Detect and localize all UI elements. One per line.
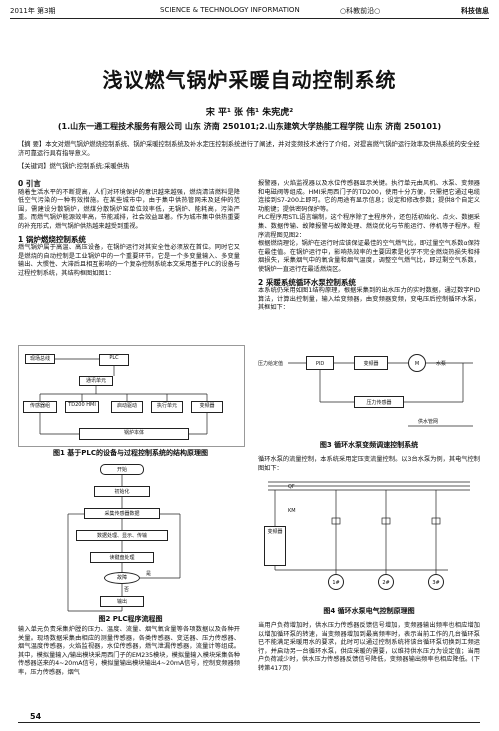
right-text-0: 报警器，火焰监视器以及水位传感器显示关键。执行单元由风机、水泵、变频器和电磁阀等… [258,180,480,213]
fig4-km: KM [288,508,296,514]
bottom-right-text: 当用户负荷增加时，供水压力传感器反馈信号增加，变频器输出频率也相应增加以增加循环… [258,622,480,672]
right-text-1: PLC程序用STL语言编制，这个程序除了主程序外，还包括初始化、点火、数据采集、… [258,214,480,239]
footer-rule [18,722,480,723]
section-0-text: 随着生活水平的不断提高，人们对环境保护的意识越来越强，燃烧清洁燃料是降低空气污染… [18,188,240,230]
fig2-collect: 采集传感器数据 [84,508,160,519]
fig3-lines [288,362,473,427]
bottom-left-text: 输入单元负责采集炉膛的压力、温度、流量、烟气氧含量等各项数据以及各种开关量。现场… [18,626,240,676]
figure-1: 现场总线 PLC 通讯单元 传感器组 TD200 HMI 启动驱动 执行单元 变… [18,345,245,447]
fig3-vfd: 变频器 [354,356,388,370]
fig4-pump-1: 1# [328,574,344,590]
page-number: 54 [30,712,42,721]
fig3-motor: M [408,354,426,372]
fig3-pump: 水泵 [436,361,447,367]
paper-keywords: 【关键词】燃气锅炉;控制系统;采暖供热 [18,163,130,170]
fig2-output: 输出 [100,596,144,607]
right-text-3: 本系统仍采用如图1结构原理，根据采集到的出水压力的实时数据，通过数字PID算法，… [258,287,480,312]
figure-1-caption: 图1 基于PLC的设备与过程控制系统的结构原理图 [52,449,209,457]
fig1-vfd: 变频器 [191,401,223,413]
figure-2: 开始 初始化 采集传感器数据 数据处理、显示、传输 读键盘处理 故障 输出 是 … [60,462,200,612]
right-text-2: 根据燃烧理论，锅炉在运行时应该保证最佳的空气燃气比，即过量空气系数α保持在最佳值… [258,240,480,273]
paper-affiliation: (1.山东一通工程技术服务有限公司 山东 济南 250101;2.山东建筑大学热… [57,122,442,131]
fig1-comm: 通讯单元 [79,376,113,386]
section-1-text: 燃气锅炉属于高温、高压设备，在锅炉运行对其安全性必须放在首位。同时它又是燃烧的自… [18,244,240,277]
fig2-no: 否 [124,587,130,593]
paper-authors: 宋 平¹ 张 伟¹ 朱宪虎² [205,108,294,118]
fig2-arrows [67,475,181,612]
fig1-actuator: 执行单元 [151,401,183,413]
section-0-heading: 0 引言 [18,179,41,188]
header-journal: SCIENCE & TECHNOLOGY INFORMATION [160,6,300,14]
fig1-plc: PLC [99,354,129,366]
header-section: 科技信息 [461,7,489,15]
fig2-keyboard: 读键盘处理 [90,552,154,563]
fig1-boiler: 锅炉本体 [79,428,189,440]
fig3-network: 供水管网 [418,419,439,425]
fig2-init: 初始化 [94,486,150,497]
fig3-setpoint: 压力给定值 [258,361,284,367]
fig1-drive: 启动驱动 [111,401,143,413]
figure-4-caption: 图4 循环水泵电气控制原理图 [323,607,415,615]
header-issue: 2011年 第3期 [10,7,56,15]
fig2-fault: 故障 [104,572,140,584]
paper-title: 浅议燃气锅炉采暖自动控制系统 [102,68,397,92]
left-column-top: 0 引言 随着生活水平的不断提高，人们对环境保护的意识越来越强，燃烧清洁燃料是降… [18,179,240,279]
fig1-fieldbus: 现场总线 [25,354,55,364]
figure-3-caption: 图3 循环水泵变频调速控制系统 [319,441,419,449]
right-text-4: 循环水泵的流量控制，本系统采用定压变流量控制。以3台水泵为例，其电气控制图如下： [258,456,480,472]
right-column-top: 报警器，火焰监视器以及水位传感器显示关键。执行单元由风机、水泵、变频器和电磁阀等… [258,180,480,313]
fig2-process: 数据处理、显示、传输 [76,530,168,541]
paper-abstract: 【摘 要】本文对燃气锅炉燃烧控制系统、锅炉采暖控制系统及补水定压控制系统进行了阐… [18,141,480,157]
fig3-pressure-sensor: 压力传感器 [354,396,404,408]
section-2-heading: 2 采暖系统循环水泵控制系统 [258,277,356,287]
fig2-start: 开始 [100,464,144,475]
fig1-sensors: 传感器组 [23,401,57,413]
page-header: 2011年 第3期 SCIENCE & TECHNOLOGY INFORMATI… [10,4,489,19]
figure-4: QF KM 变频器 1# 2# 3# [258,478,480,603]
figure-2-caption: 图2 PLC程序流程图 [98,615,163,623]
header-journal-cn: ○科教前沿○ [340,7,381,15]
figure-3: 压力给定值 PID 变频器 M 水泵 压力传感器 供水管网 [258,338,480,438]
fig1-hmi: TD200 HMI [65,401,99,413]
fig1-connectors [39,358,208,435]
fig4-pump-2: 2# [378,574,394,590]
fig4-wiring [268,481,470,574]
fig3-pid: PID [306,356,334,370]
fig4-qf: QF [288,484,295,490]
fig4-pump-3: 3# [428,574,444,590]
section-1-heading: 1 锅炉燃烧控制系统 [18,234,86,244]
fig4-vfd: 变频器 [264,526,286,566]
fig2-yes: 是 [146,571,152,577]
